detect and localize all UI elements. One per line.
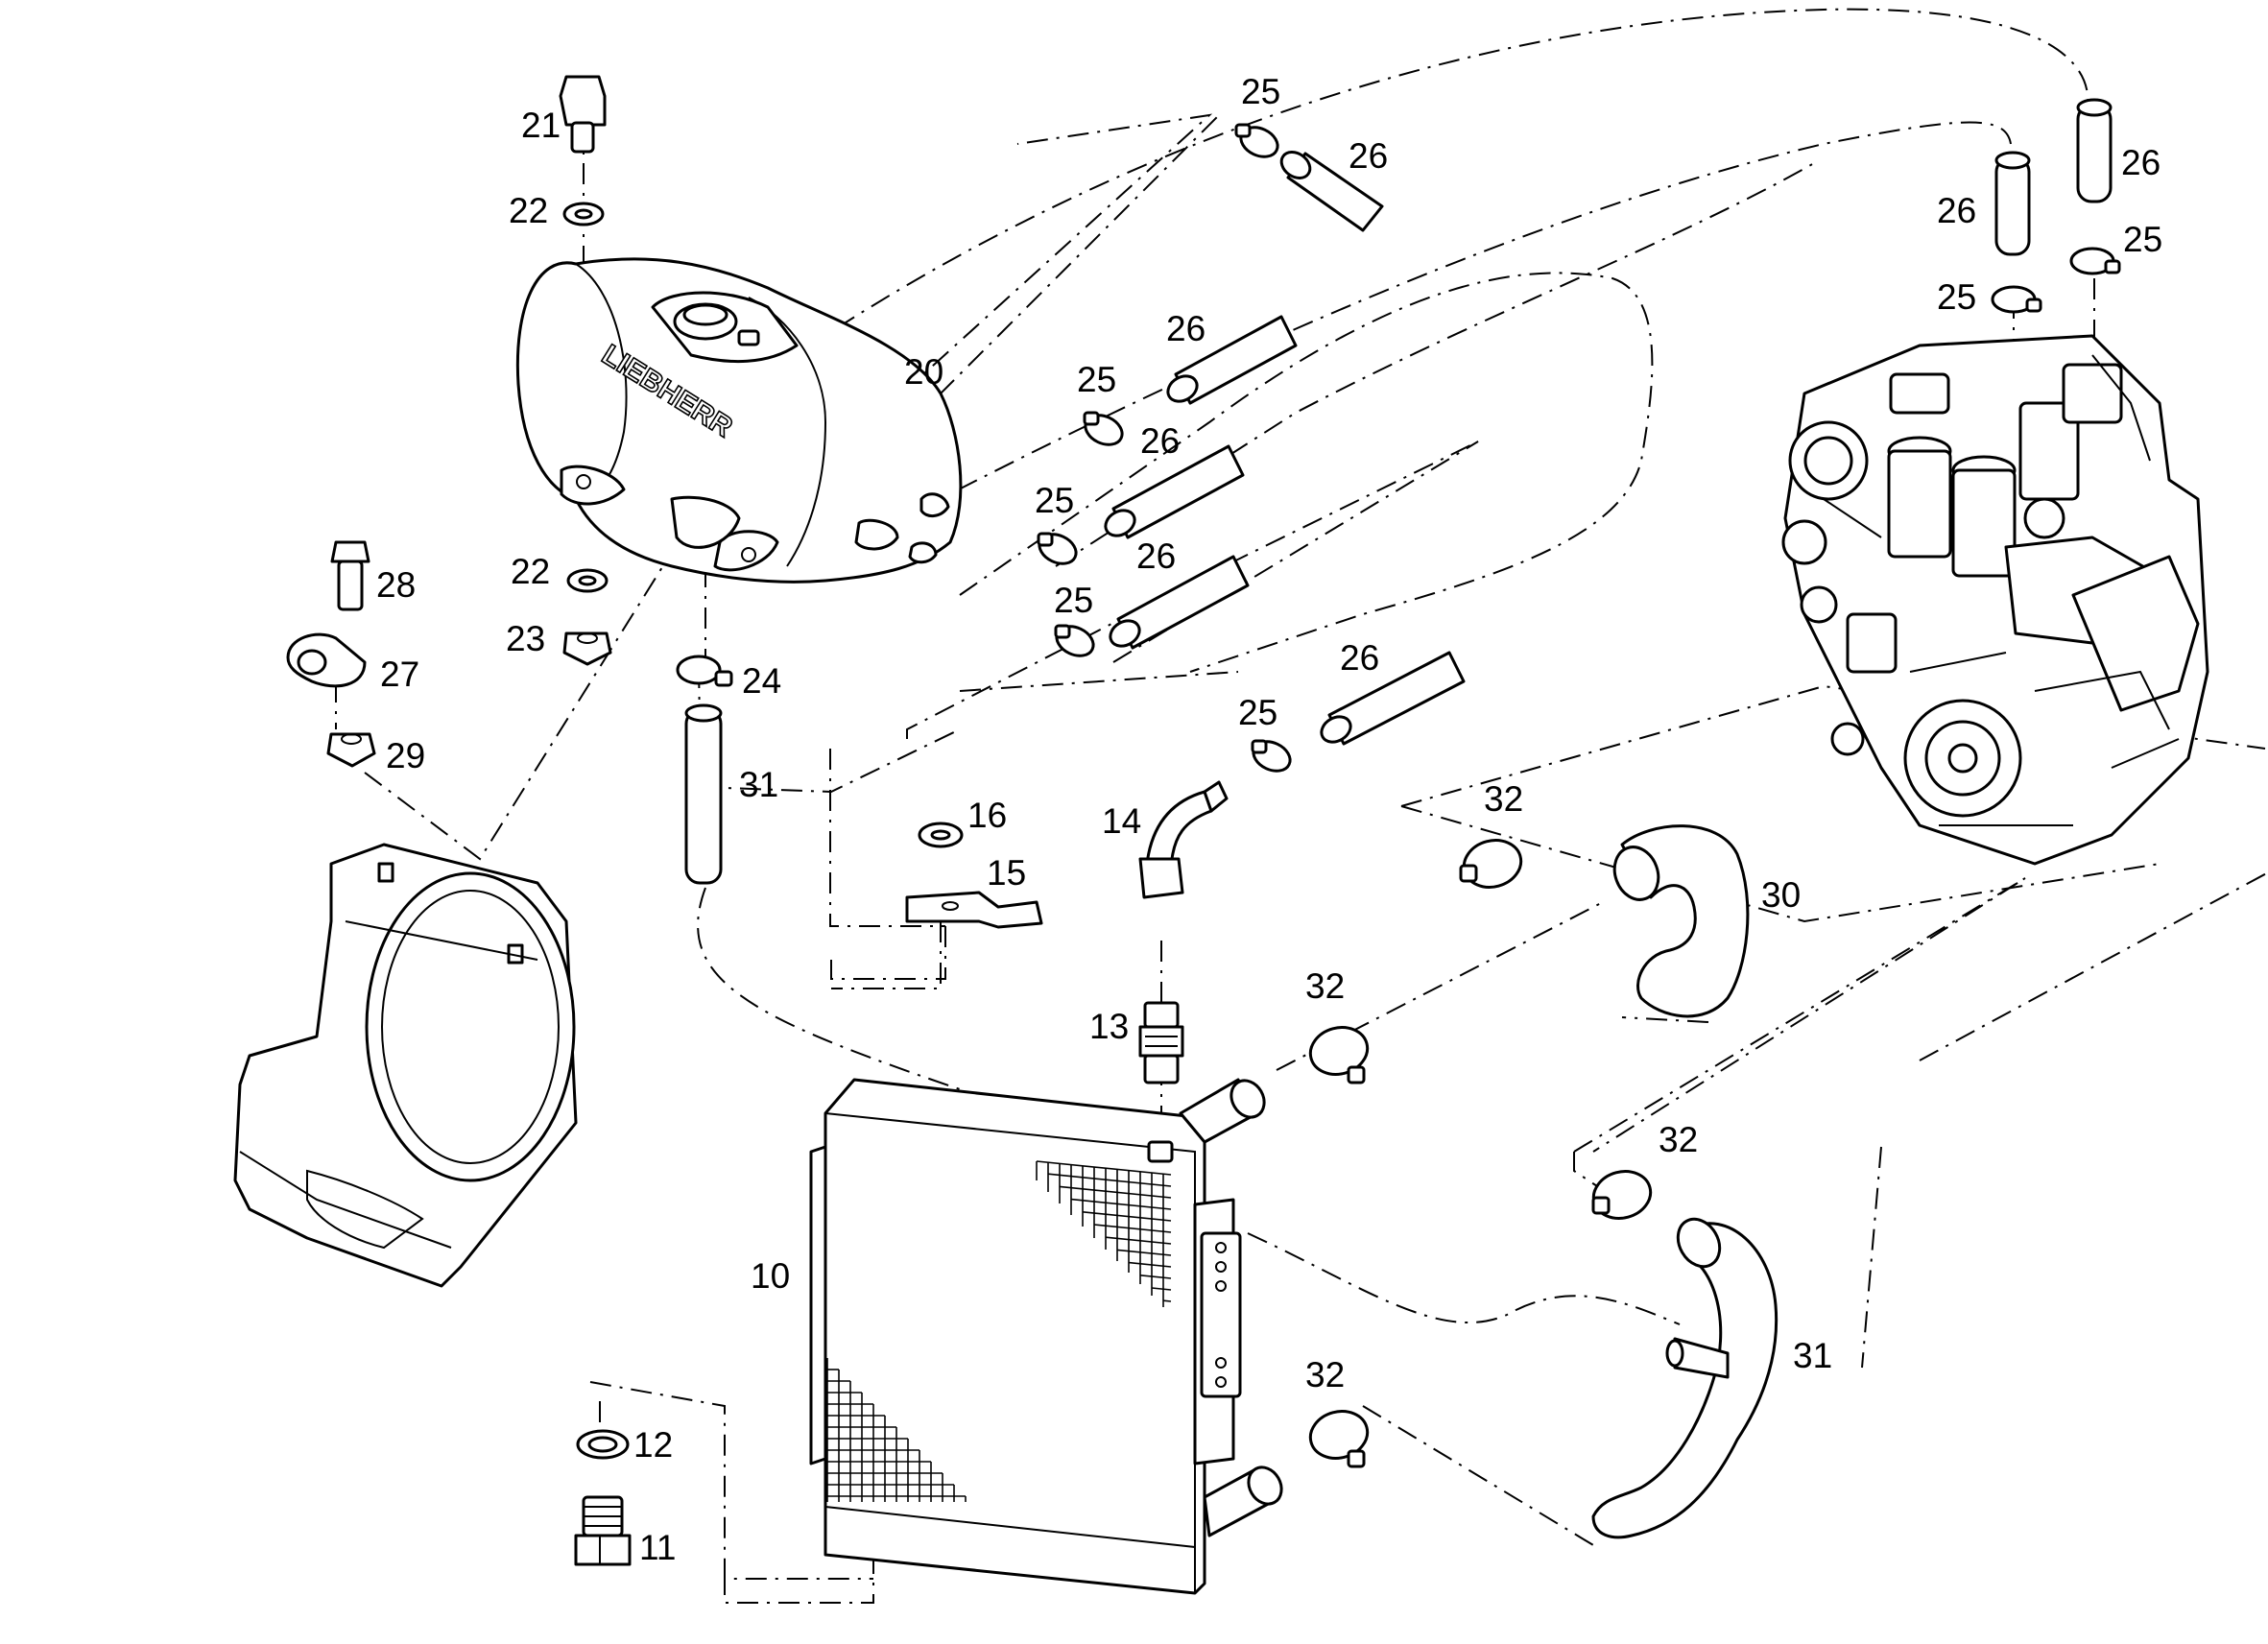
hose-26-engine-left [1994,151,2031,256]
nut-23 [562,631,612,666]
callout-labels: 21 22 22 23 24 31 28 27 29 20 25 26 26 25 26 25 26 25 26 25… [376,72,2162,1567]
hose-31-small [684,703,723,885]
callout-25: 25 [2123,220,2162,259]
hose-26-top [1279,151,1384,232]
callout-32: 32 [1305,1355,1345,1394]
callout-25: 25 [1035,481,1074,520]
hose-clamp-25-engine-left [1991,285,2042,314]
drain-plug-11 [574,1495,632,1566]
callout-26: 26 [1136,536,1176,576]
callout-25: 25 [1077,360,1116,399]
callout-32: 32 [1305,966,1345,1006]
callout-27: 27 [380,655,419,694]
callout-26: 26 [1937,191,1976,230]
callout-22: 22 [509,191,548,230]
callout-29: 29 [386,736,425,775]
callout-31: 31 [1793,1336,1832,1375]
radiator-mesh [826,1160,1172,1502]
hose-26-d [1320,651,1466,746]
bracket-15 [905,891,1043,929]
hose-clamp-25-a [1083,411,1124,446]
bolt-28 [330,540,370,611]
seal-ring-12 [576,1429,630,1460]
expansion-tank: LIEBHERR [515,257,963,584]
callout-26: 26 [1140,421,1180,461]
hose-clamp-32-d [1308,1410,1370,1468]
callout-23: 23 [506,619,545,658]
callout-24: 24 [742,661,781,701]
callout-25: 25 [1241,72,1280,111]
hose-26-a [1166,315,1298,405]
callout-26: 26 [1166,309,1206,348]
hose-30 [1612,824,1750,1018]
hose-clamp-32-a [1459,839,1523,889]
callout-16: 16 [967,796,1007,835]
hose-26-b [1104,444,1245,539]
hose-clamp-25-c [1054,624,1095,657]
callout-20: 20 [904,352,943,392]
callout-32: 32 [1484,779,1523,819]
washer-22-bottom [566,568,609,593]
callout-30: 30 [1761,875,1801,915]
callout-28: 28 [376,565,416,605]
callout-26: 26 [1340,638,1379,678]
hose-26-c [1109,555,1250,650]
nipple-fitting-13 [1138,1001,1184,1084]
callout-25: 25 [1238,693,1277,732]
callout-11: 11 [639,1528,676,1567]
hose-clamp-24 [676,655,733,687]
hose-clamp-25-top [1234,123,1279,158]
hose-clamp-32-b [1308,1026,1370,1084]
callout-13: 13 [1089,1007,1129,1046]
hose-26-engine-right [2076,98,2113,203]
clamp-27 [286,632,367,688]
callout-21: 21 [521,106,561,145]
callout-31: 31 [739,765,778,804]
hose-clamp-32-c [1591,1170,1653,1220]
hose-clamp-25-b [1037,532,1078,565]
callout-25: 25 [1937,277,1976,317]
elbow-fitting-14 [1138,780,1229,899]
callout-22: 22 [511,552,550,591]
hose-clamp-25-engine-right [2069,247,2121,275]
callout-32: 32 [1659,1120,1698,1159]
callout-26: 26 [1349,136,1388,176]
callout-15: 15 [987,853,1026,893]
callout-12: 12 [633,1425,673,1465]
hose-31-large [1591,1217,1779,1539]
callout-14: 14 [1102,801,1141,841]
engine-block [1781,334,2209,866]
callout-25: 25 [1054,581,1093,620]
nut-29 [326,732,376,768]
callout-26: 26 [2121,143,2161,182]
hose-clamp-25-d [1251,739,1292,773]
radiator [809,1078,1283,1595]
washer-22-top [562,202,605,226]
radiator-bracket [233,843,578,1288]
washer-16 [918,822,964,848]
bolt-21 [559,75,607,154]
callout-10: 10 [751,1256,790,1296]
